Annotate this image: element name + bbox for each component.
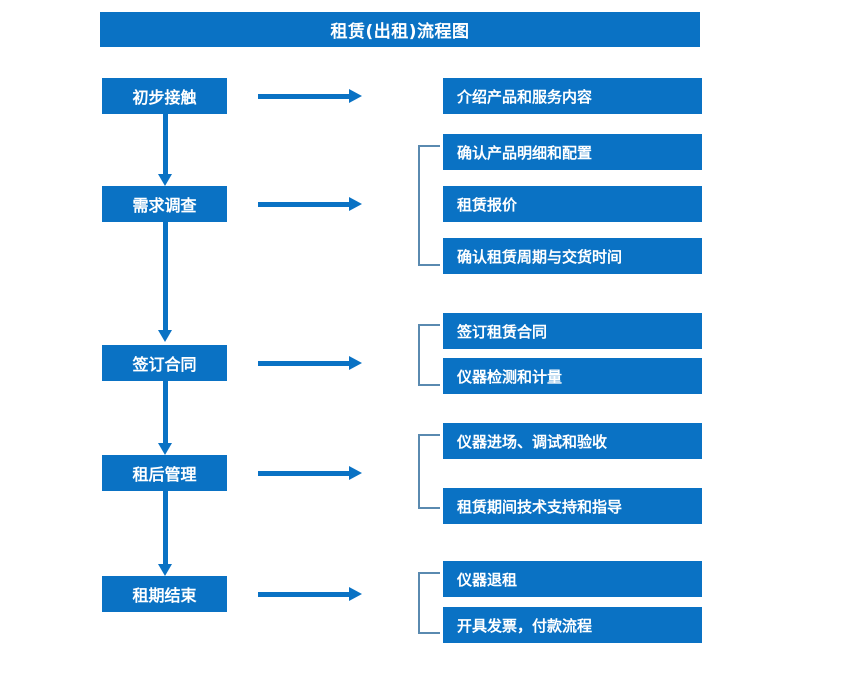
arrow-stage-1-to-2 xyxy=(158,114,172,186)
arrow-head-icon xyxy=(349,356,362,370)
arrow-head-icon xyxy=(158,174,172,186)
detail-box-4-1[interactable]: 仪器进场、调试和验收 xyxy=(443,423,702,459)
group-bracket-2 xyxy=(418,145,440,266)
page-title: 租赁(出租)流程图 xyxy=(100,12,700,47)
arrow-shaft xyxy=(163,491,168,564)
detail-box-3-1[interactable]: 签订租赁合同 xyxy=(443,313,702,349)
arrow-stage-2-to-3 xyxy=(158,222,172,342)
arrow-head-icon xyxy=(158,564,172,576)
stage-box-5[interactable]: 租期结束 xyxy=(102,576,227,612)
arrow-shaft xyxy=(258,361,350,366)
detail-box-2-3[interactable]: 确认租赁周期与交货时间 xyxy=(443,238,702,274)
arrow-shaft xyxy=(258,94,350,99)
detail-box-1-1[interactable]: 介绍产品和服务内容 xyxy=(443,78,702,114)
arrow-shaft xyxy=(163,222,168,330)
arrow-shaft xyxy=(163,114,168,174)
stage-box-1[interactable]: 初步接触 xyxy=(102,78,227,114)
detail-box-2-1[interactable]: 确认产品明细和配置 xyxy=(443,134,702,170)
detail-box-3-2[interactable]: 仪器检测和计量 xyxy=(443,358,702,394)
detail-box-4-2[interactable]: 租赁期间技术支持和指导 xyxy=(443,488,702,524)
arrow-stage-3-to-details xyxy=(258,356,362,370)
arrow-stage-1-to-details xyxy=(258,89,362,103)
arrow-stage-4-to-5 xyxy=(158,491,172,576)
group-bracket-3 xyxy=(418,324,440,386)
arrow-head-icon xyxy=(158,443,172,455)
arrow-shaft xyxy=(258,202,350,207)
arrow-stage-4-to-details xyxy=(258,466,362,480)
arrow-head-icon xyxy=(158,330,172,342)
arrow-shaft xyxy=(163,381,168,443)
stage-box-3[interactable]: 签订合同 xyxy=(102,345,227,381)
arrow-head-icon xyxy=(349,466,362,480)
arrow-shaft xyxy=(258,592,350,597)
arrow-head-icon xyxy=(349,89,362,103)
arrow-head-icon xyxy=(349,587,362,601)
detail-box-5-1[interactable]: 仪器退租 xyxy=(443,561,702,597)
stage-box-2[interactable]: 需求调查 xyxy=(102,186,227,222)
arrow-head-icon xyxy=(349,197,362,211)
group-bracket-5 xyxy=(418,572,440,634)
detail-box-5-2[interactable]: 开具发票，付款流程 xyxy=(443,607,702,643)
arrow-shaft xyxy=(258,471,350,476)
arrow-stage-2-to-details xyxy=(258,197,362,211)
arrow-stage-5-to-details xyxy=(258,587,362,601)
stage-box-4[interactable]: 租后管理 xyxy=(102,455,227,491)
arrow-stage-3-to-4 xyxy=(158,381,172,455)
detail-box-2-2[interactable]: 租赁报价 xyxy=(443,186,702,222)
group-bracket-4 xyxy=(418,434,440,509)
